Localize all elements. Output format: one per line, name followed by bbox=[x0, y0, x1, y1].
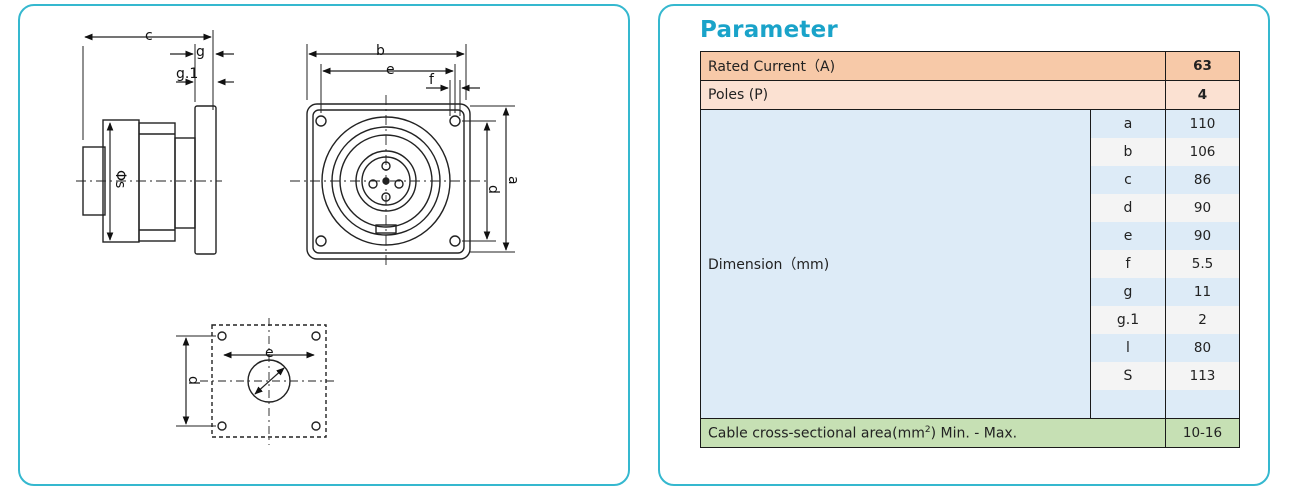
row-dimension-f: f 5.5 bbox=[701, 250, 1240, 278]
dim-key: d bbox=[1090, 194, 1166, 222]
dim-label-phi-s: Φs bbox=[112, 170, 128, 188]
technical-drawing: c g g.1 Φs bbox=[76, 28, 521, 445]
row-dimension-g1: g.1 2 bbox=[701, 306, 1240, 334]
dim-value: 110 bbox=[1165, 109, 1240, 138]
dim-key: S bbox=[1090, 362, 1166, 390]
dim-label-f: f bbox=[429, 72, 435, 88]
cable-area-label: Cable cross-sectional area(mm2) Min. - M… bbox=[700, 418, 1166, 448]
row-dimension-b: b 106 bbox=[701, 138, 1240, 166]
dim-value: 2 bbox=[1165, 306, 1240, 334]
dim-value: 80 bbox=[1165, 334, 1240, 362]
dimension-label: Dimension（mm) bbox=[700, 109, 1091, 419]
dim-label-e-bottom: e bbox=[265, 345, 274, 361]
row-dimension-c: c 86 bbox=[701, 166, 1240, 194]
dim-key bbox=[1090, 390, 1166, 419]
dim-label-d-bottom: d bbox=[185, 376, 201, 385]
dim-label-a: a bbox=[505, 176, 521, 185]
dim-key: g bbox=[1090, 278, 1166, 306]
dim-value: 90 bbox=[1165, 194, 1240, 222]
dim-key: a bbox=[1090, 109, 1166, 138]
row-dimension-a: Dimension（mm) a 110 bbox=[700, 109, 1240, 419]
rated-current-label: Rated Current（A) bbox=[700, 51, 1166, 81]
dim-key: c bbox=[1090, 166, 1166, 194]
row-dimension-l: l 80 bbox=[701, 334, 1240, 362]
dim-value: 11 bbox=[1165, 278, 1240, 306]
dim-key: b bbox=[1090, 138, 1166, 166]
dim-key: g.1 bbox=[1090, 306, 1166, 334]
dim-label-g: g bbox=[196, 44, 205, 60]
dim-label-e-front: e bbox=[386, 62, 395, 78]
parameter-table: Rated Current（A) 63 Poles (P) 4 Dimensio… bbox=[700, 51, 1240, 448]
cable-area-value: 10-16 bbox=[1165, 418, 1240, 448]
dim-value: 113 bbox=[1165, 362, 1240, 390]
dim-label-c: c bbox=[145, 28, 153, 44]
row-dimension-g: g 11 bbox=[701, 278, 1240, 306]
dim-key: l bbox=[1090, 334, 1166, 362]
rated-current-value: 63 bbox=[1165, 51, 1240, 81]
front-view bbox=[290, 44, 515, 268]
row-rated-current: Rated Current（A) 63 bbox=[700, 51, 1240, 81]
dim-value: 106 bbox=[1165, 138, 1240, 166]
poles-label: Poles (P) bbox=[700, 80, 1166, 110]
dim-value: 90 bbox=[1165, 222, 1240, 250]
dim-key: e bbox=[1090, 222, 1166, 250]
row-dimension-d: d 90 bbox=[701, 194, 1240, 222]
row-cable-area: Cable cross-sectional area(mm2) Min. - M… bbox=[700, 418, 1240, 448]
dim-value: 5.5 bbox=[1165, 250, 1240, 278]
row-poles: Poles (P) 4 bbox=[700, 80, 1240, 110]
poles-value: 4 bbox=[1165, 80, 1240, 110]
dim-value bbox=[1165, 390, 1240, 419]
dim-label-b: b bbox=[376, 43, 385, 59]
side-view bbox=[76, 30, 234, 255]
dim-value: 86 bbox=[1165, 166, 1240, 194]
dim-label-g1: g.1 bbox=[176, 66, 198, 82]
dim-key: f bbox=[1090, 250, 1166, 278]
cutout-view bbox=[176, 318, 338, 445]
row-dimension-e: e 90 bbox=[701, 222, 1240, 250]
row-dimension-s: S 113 bbox=[701, 362, 1240, 390]
parameter-title: Parameter bbox=[700, 17, 838, 43]
row-dimension-empty bbox=[701, 390, 1240, 419]
dim-label-d-front: d bbox=[485, 185, 501, 194]
